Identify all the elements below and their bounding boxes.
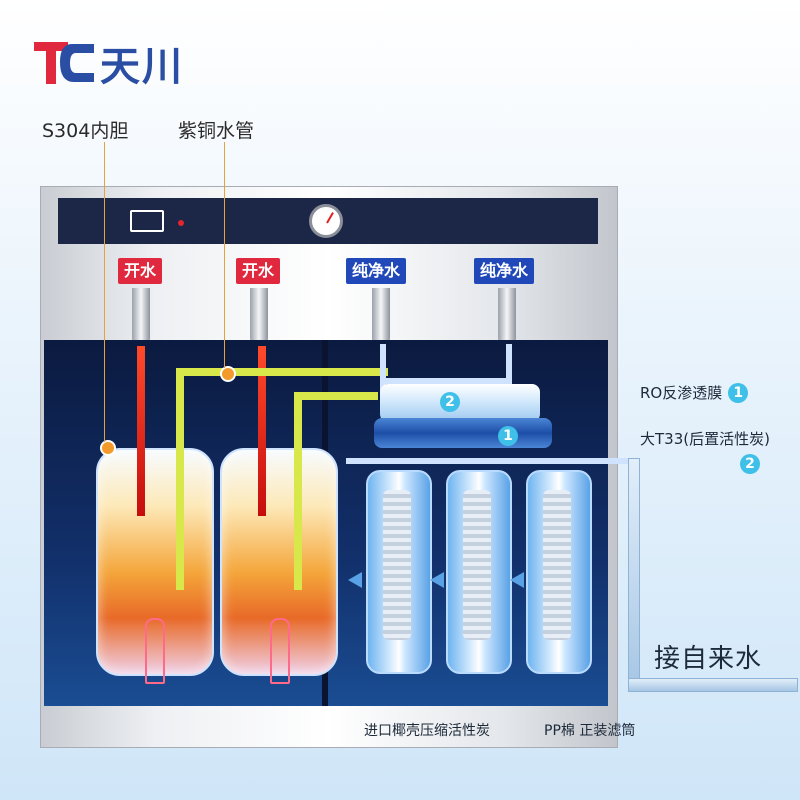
filter-core-2: [463, 490, 491, 640]
tap-pure-2[interactable]: [498, 288, 516, 344]
copper-pipe-top: [176, 368, 388, 376]
pipe-leader-line: [224, 142, 225, 368]
label-t33-badge: 2: [740, 454, 760, 474]
pure-pipe-2: [506, 344, 512, 384]
label-ro-text: RO反渗透膜: [640, 384, 723, 402]
tank-leader-line: [104, 142, 105, 442]
hot-water-tank-2: [220, 448, 338, 676]
display-screen: [130, 210, 164, 232]
callout-pipe: 紫铜水管: [178, 120, 255, 142]
badge-two-on-membrane: 2: [440, 392, 460, 412]
t33-filter: [374, 418, 552, 448]
ro-membrane-housing: [380, 384, 540, 422]
indicator-led: [178, 220, 184, 226]
flow-arrow-2: [430, 572, 444, 588]
hot-water-tank-1: [96, 448, 214, 676]
feed-pipe: [346, 458, 636, 464]
filter-core-3: [543, 490, 571, 640]
spout-label-pure-1: 纯净水: [346, 258, 407, 284]
spout-label-hot-1: 开水: [118, 258, 163, 284]
tap-hot-1[interactable]: [132, 288, 150, 344]
spout-label-pure-2: 纯净水: [474, 258, 535, 284]
hot-outlet-pipe-1: [137, 346, 145, 516]
hot-outlet-pipe-2: [258, 346, 266, 516]
badge-one-on-membrane: 1: [498, 426, 518, 446]
callout-tank: S304内胆: [42, 120, 129, 142]
pure-pipe-cross: [380, 378, 512, 384]
label-pp: PP棉 正装滤筒: [544, 723, 636, 739]
tank-callout-dot: [100, 440, 116, 456]
flow-arrow-1: [348, 572, 362, 588]
pressure-gauge: [309, 204, 343, 238]
brand-name: 天川: [100, 44, 184, 90]
spout-label-hot-2: 开水: [236, 258, 281, 284]
label-ro-badge: 1: [728, 382, 749, 403]
pure-pipe-1: [380, 344, 386, 394]
label-t33-text: 大T33(后置活性炭): [640, 430, 770, 448]
brand-logo: 天川: [34, 34, 184, 92]
inlet-pipe-horizontal: [628, 678, 798, 692]
copper-pipe-right: [294, 392, 302, 590]
tap-hot-2[interactable]: [250, 288, 268, 344]
inlet-pipe-vertical: [628, 458, 640, 690]
tap-pure-1[interactable]: [372, 288, 390, 344]
copper-pipe-left: [176, 368, 184, 590]
filter-core-1: [383, 490, 411, 640]
inlet-label: 接自来水: [654, 644, 763, 674]
label-carbon: 进口椰壳压缩活性炭: [364, 723, 490, 739]
flow-arrow-3: [510, 572, 524, 588]
copper-pipe-connector: [294, 392, 378, 400]
heating-element-1: [145, 618, 165, 684]
pipe-callout-dot: [220, 366, 236, 382]
label-ro: RO反渗透膜 1: [640, 382, 749, 403]
heating-element-2: [270, 618, 290, 684]
logo-mark: [34, 40, 96, 86]
